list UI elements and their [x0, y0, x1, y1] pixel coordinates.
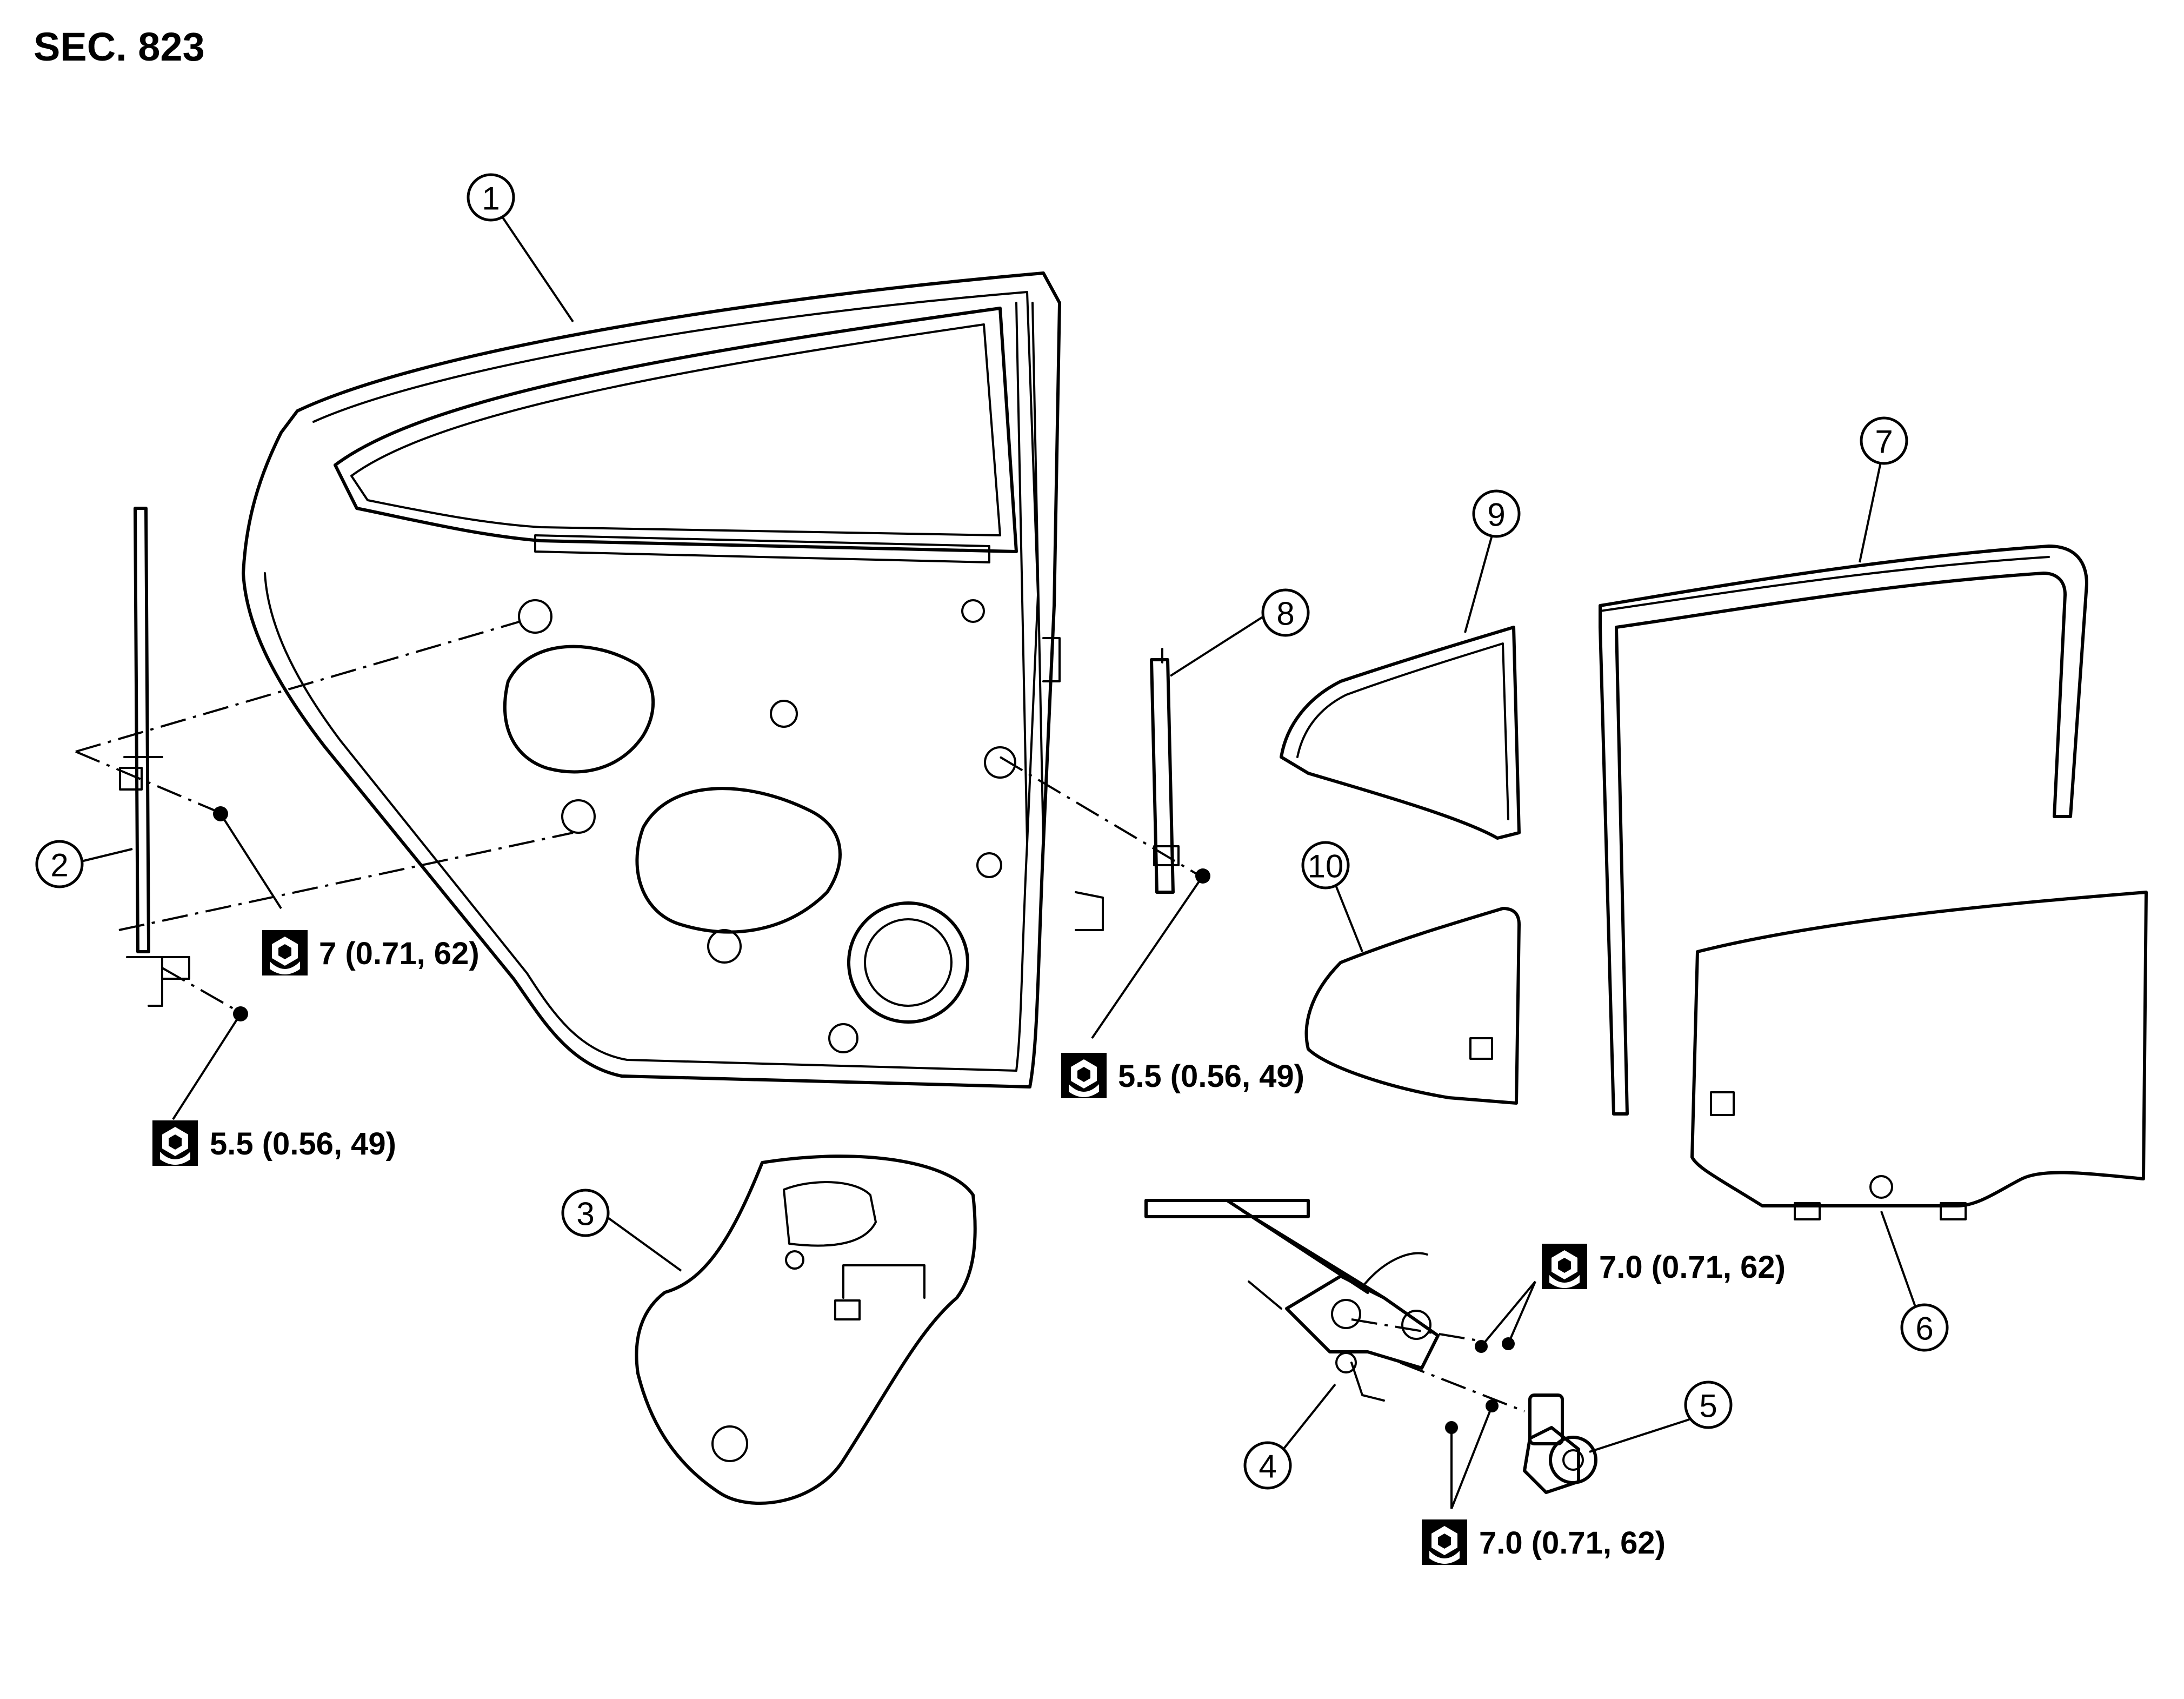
rear-lower-sash [1150, 648, 1180, 894]
torque-wrench-icon [262, 930, 308, 975]
section-label: SEC. 823 [34, 24, 205, 69]
callout-2-label: 2 [50, 847, 68, 884]
torque-spec-4: 7.0 (0.71, 62) [1542, 1244, 1786, 1289]
door-panel [242, 271, 1104, 1089]
torque-value: 5.5 (0.56, 49) [1118, 1059, 1304, 1094]
callout-7-label: 7 [1875, 424, 1893, 460]
torque-value: 7.0 (0.71, 62) [1599, 1250, 1786, 1285]
callout-1: 1 [467, 173, 515, 222]
torque-value: 7.0 (0.71, 62) [1479, 1525, 1666, 1561]
callout-5: 5 [1684, 1381, 1733, 1429]
torque-wrench-icon [1542, 1244, 1587, 1289]
glass-run [1599, 545, 2088, 1116]
callout-1-label: 1 [482, 181, 500, 217]
torque-wrench-icon [152, 1120, 198, 1166]
torque-spec-1: 7 (0.71, 62) [262, 930, 480, 975]
torque-spec-5: 7.0 (0.71, 62) [1422, 1519, 1666, 1565]
callout-8-label: 8 [1276, 596, 1294, 632]
callout-6: 6 [1900, 1303, 1949, 1352]
torque-spec-3: 5.5 (0.56, 49) [1061, 1053, 1304, 1098]
callout-4-label: 4 [1259, 1449, 1276, 1485]
torque-wrench-icon [1061, 1053, 1107, 1098]
callout-4: 4 [1243, 1441, 1292, 1490]
partition-glass [1304, 907, 1521, 1105]
callout-3-label: 3 [576, 1196, 594, 1232]
callout-10-label: 10 [1308, 848, 1344, 885]
callout-7: 7 [1860, 416, 1908, 465]
torque-spec-2: 5.5 (0.56, 49) [152, 1120, 396, 1166]
callout-6-label: 6 [1915, 1311, 1933, 1347]
callout-8: 8 [1261, 588, 1310, 637]
sealing-screen [635, 1154, 977, 1505]
partition-sash [1280, 626, 1521, 840]
door-glass [1690, 891, 2148, 1220]
callout-10: 10 [1301, 841, 1350, 890]
callout-9-label: 9 [1487, 497, 1505, 533]
callout-9: 9 [1472, 489, 1521, 538]
torque-wrench-icon [1422, 1519, 1467, 1565]
installation-lines [75, 621, 1525, 1412]
regulator-motor [1523, 1393, 1597, 1494]
callout-2: 2 [35, 840, 84, 888]
torque-value: 5.5 (0.56, 49) [210, 1126, 396, 1162]
callout-3: 3 [561, 1189, 610, 1237]
front-lower-sash [119, 507, 190, 1007]
leader-lines [76, 213, 1923, 1509]
callout-5-label: 5 [1699, 1388, 1717, 1424]
window-regulator [1144, 1199, 1440, 1402]
torque-value: 7 (0.71, 62) [319, 936, 480, 971]
